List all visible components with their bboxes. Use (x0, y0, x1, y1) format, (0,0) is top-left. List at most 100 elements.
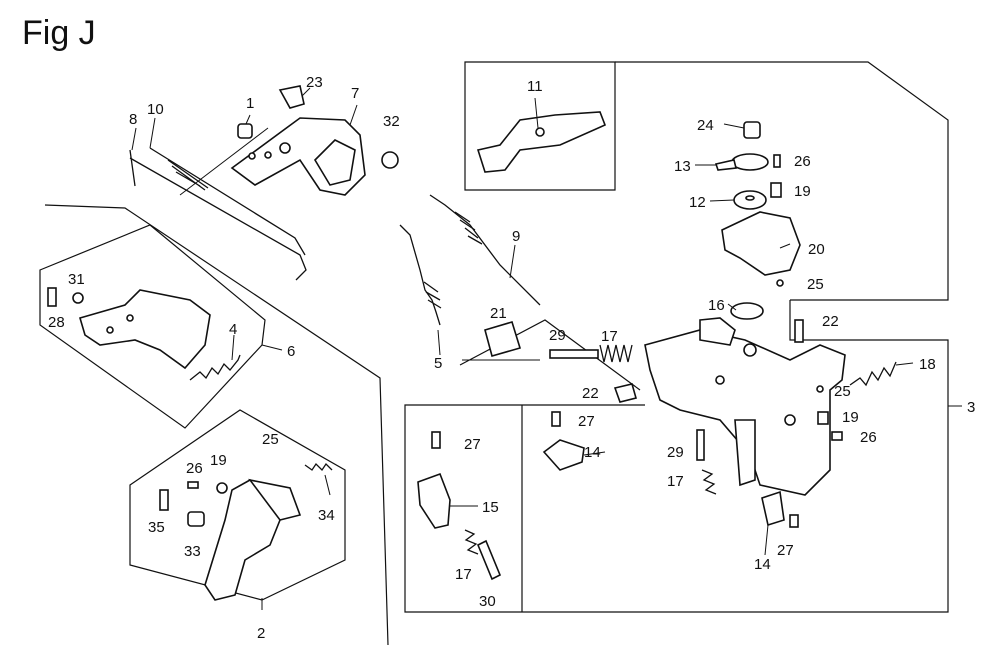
callout-33: 33 (184, 543, 201, 560)
part-19-collar-mid (817, 411, 829, 425)
group-box-2 (129, 409, 346, 601)
part-24-cap (743, 121, 761, 139)
callout-1: 1 (246, 95, 254, 112)
part-17-spring-right (701, 469, 717, 495)
callout-26-top: 26 (794, 153, 811, 170)
part-29-screw-right (696, 429, 705, 461)
part-11-lever (476, 111, 607, 173)
callout-14-mid: 14 (584, 444, 601, 461)
part-30-screw (476, 539, 502, 581)
callout-27-inset: 27 (464, 436, 481, 453)
part-8-rod (129, 149, 307, 281)
part-25-washer-top (776, 279, 784, 287)
part-26-screw-left (187, 481, 199, 489)
part-29-screw-mid (549, 349, 599, 359)
callout-35: 35 (148, 519, 165, 536)
callout-23: 23 (306, 74, 323, 91)
part-18-spring (849, 361, 897, 387)
boundary-line-left (44, 204, 389, 646)
callout-21: 21 (490, 305, 507, 322)
part-27-screw-inset (431, 431, 441, 449)
part-32-nut (381, 151, 399, 169)
callout-24: 24 (697, 117, 714, 134)
callout-5: 5 (434, 355, 442, 372)
callout-18: 18 (919, 356, 936, 373)
callout-17-mid: 17 (601, 328, 618, 345)
callout-13: 13 (674, 158, 691, 175)
part-26-screw-mid (831, 431, 843, 441)
callout-11: 11 (527, 78, 543, 95)
part-17-spring-inset (464, 529, 479, 555)
part-35-screw (159, 489, 169, 511)
callout-19-top: 19 (794, 183, 811, 200)
callout-20: 20 (808, 241, 825, 258)
part-16-washer (730, 302, 764, 320)
part-17-spring-mid (599, 344, 633, 363)
part-19-collar-top (770, 182, 782, 198)
part-23-clip (278, 85, 305, 109)
callout-25-mid: 25 (834, 383, 851, 400)
part-27-screw-mid (551, 411, 561, 427)
callout-26-left: 26 (186, 460, 203, 477)
group-box-3 (404, 300, 949, 613)
callout-14-right: 14 (754, 556, 771, 573)
callout-27-mid: 27 (578, 413, 595, 430)
callout-22-mid: 22 (582, 385, 599, 402)
callout-3: 3 (967, 399, 975, 416)
group-boundaries (39, 61, 949, 646)
callout-26-mid: 26 (860, 429, 877, 446)
callout-28-left: 28 (48, 314, 65, 331)
callout-15: 15 (482, 499, 499, 516)
part-22-bolt-top (794, 319, 804, 343)
part-7-bracket (230, 117, 366, 196)
callout-9: 9 (512, 228, 520, 245)
part-19-collar-left (216, 482, 228, 494)
part-27-screw-right (789, 514, 799, 528)
part-15-bracket (417, 472, 451, 529)
figure-title: Fig J (22, 14, 96, 52)
part-14-clip-mid (542, 439, 585, 471)
part-9-spring (429, 194, 541, 306)
callout-19-left: 19 (210, 452, 227, 469)
part-1-nut (237, 123, 253, 139)
part-33-nut (187, 511, 205, 527)
part-28-screw (47, 287, 57, 307)
part-12-washer (733, 190, 767, 210)
part-21-bushing (484, 321, 522, 357)
callout-17-inset: 17 (455, 566, 472, 583)
callout-16: 16 (708, 297, 725, 314)
callout-6: 6 (287, 343, 295, 360)
callout-22-top: 22 (822, 313, 839, 330)
callout-8: 8 (129, 111, 137, 128)
callout-25-top: 25 (807, 276, 824, 293)
part-2-lever (204, 478, 302, 601)
callout-12: 12 (689, 194, 706, 211)
group-box-11 (464, 61, 616, 191)
leader-lines (131, 87, 962, 610)
callout-31: 31 (68, 271, 85, 288)
callout-32: 32 (383, 113, 400, 130)
callout-29-mid: 29 (549, 327, 566, 344)
boundary-line-top-right (615, 61, 949, 301)
callout-labels: 1 2 3 4 5 6 7 8 9 10 11 12 13 14 14 15 1… (48, 74, 975, 642)
callout-30: 30 (479, 593, 496, 610)
leader-link-7 (179, 127, 269, 196)
callout-7: 7 (351, 85, 359, 102)
callout-29-right: 29 (667, 444, 684, 461)
callout-4: 4 (229, 321, 237, 338)
part-26-screw-top (773, 154, 781, 168)
part-14-clip-right (761, 490, 785, 527)
part-6-plate (79, 289, 211, 370)
part-4-spring (189, 354, 241, 381)
part-5-spring (399, 224, 442, 326)
part-13-arm (714, 153, 769, 171)
boundary-line-center (459, 319, 641, 391)
part-31-nut (72, 292, 84, 304)
callout-27-right: 27 (777, 542, 794, 559)
part-3-base (644, 317, 846, 496)
part-25-washer-mid (816, 385, 824, 393)
part-20-bracket (721, 211, 801, 276)
callout-2: 2 (257, 625, 265, 642)
